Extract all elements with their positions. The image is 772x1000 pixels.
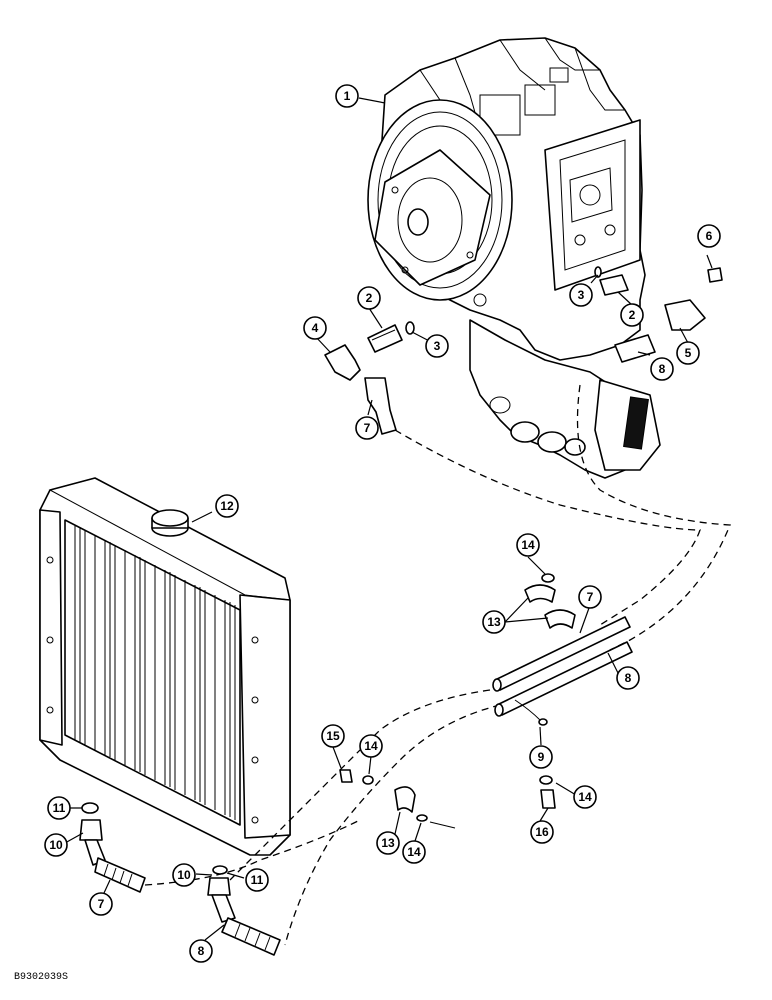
svg-text:2: 2 [366,291,373,305]
callout-13: 13 [376,831,400,855]
callout-7: 7 [355,416,379,440]
clamp-hardware [339,573,576,829]
svg-text:16: 16 [535,825,549,839]
callout-8: 8 [189,939,213,963]
svg-text:7: 7 [587,590,594,604]
transmission-fittings [324,266,723,435]
radiator-assembly [39,477,291,856]
callout-11: 11 [245,868,269,892]
svg-text:11: 11 [251,873,264,887]
callout-10: 10 [172,863,196,887]
svg-text:9: 9 [538,750,545,764]
svg-text:15: 15 [326,729,340,743]
document-id-label: B9302039S [14,972,69,983]
callout-14: 14 [359,734,383,758]
leader-lines [60,97,713,941]
svg-text:2: 2 [629,308,636,322]
svg-text:13: 13 [487,615,501,629]
callout-3: 3 [425,334,449,358]
callout-2: 2 [357,286,381,310]
transmission-assembly [367,37,661,479]
callout-4: 4 [303,316,327,340]
callout-2: 2 [620,303,644,327]
callout-1: 1 [335,84,359,108]
svg-text:1: 1 [344,89,351,103]
callout-3: 3 [569,283,593,307]
svg-text:4: 4 [312,321,319,335]
svg-text:14: 14 [364,739,378,753]
callout-13: 13 [482,610,506,634]
svg-text:14: 14 [521,538,535,552]
radiator-core [64,519,241,826]
svg-text:3: 3 [434,339,441,353]
callout-8: 8 [616,666,640,690]
callout-14: 14 [402,840,426,864]
svg-text:3: 3 [578,288,585,302]
callout-14: 14 [516,533,540,557]
callout-9: 9 [529,745,553,769]
svg-text:12: 12 [220,499,234,513]
callout-5: 5 [676,341,700,365]
svg-text:7: 7 [98,897,105,911]
radiator-fittings [79,802,281,956]
callout-11: 11 [47,796,71,820]
svg-text:8: 8 [198,944,205,958]
hose-routing [144,384,731,946]
callout-7: 7 [578,585,602,609]
radiator-cap [151,509,189,537]
callout-6: 6 [697,224,721,248]
callout-7: 7 [89,892,113,916]
callout-14: 14 [573,785,597,809]
svg-text:11: 11 [53,801,66,815]
callout-15: 15 [321,724,345,748]
svg-text:5: 5 [685,346,692,360]
svg-text:8: 8 [659,362,666,376]
callout-10: 10 [44,833,68,857]
callout-8: 8 [650,357,674,381]
svg-text:14: 14 [578,790,592,804]
svg-text:7: 7 [364,421,371,435]
svg-text:10: 10 [177,868,191,882]
callout-12: 12 [215,494,239,518]
svg-text:8: 8 [625,671,632,685]
svg-text:6: 6 [706,229,713,243]
svg-text:14: 14 [407,845,421,859]
callout-16: 16 [530,820,554,844]
svg-text:10: 10 [49,838,63,852]
svg-text:13: 13 [381,836,395,850]
